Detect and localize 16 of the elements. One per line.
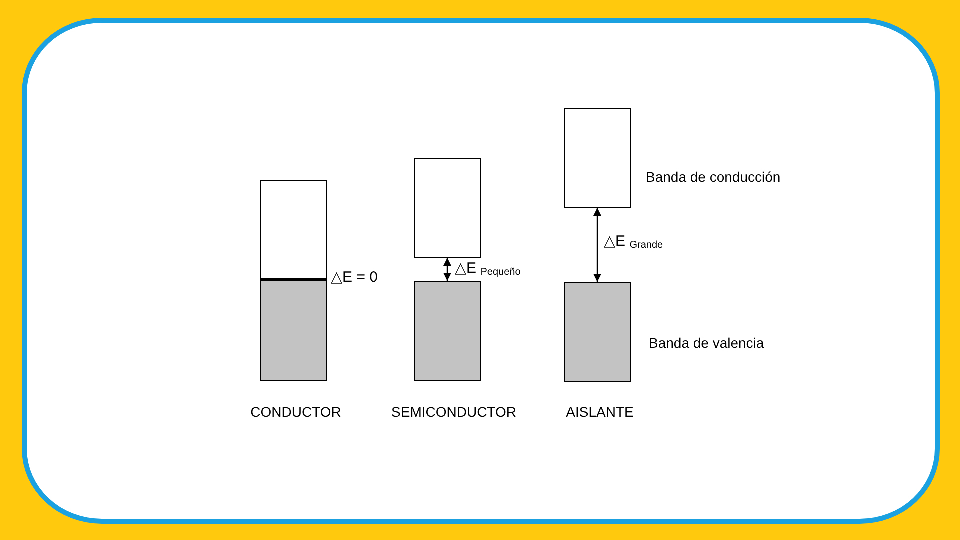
valence-band-box xyxy=(260,280,327,381)
conduction-band-box xyxy=(260,180,327,280)
band-label: Banda de conducción xyxy=(646,169,781,186)
material-label: AISLANTE xyxy=(566,404,634,421)
conduction-band-box xyxy=(414,158,481,258)
edge-label: △E $_{Grande}$ xyxy=(604,233,664,252)
energy-gap-label: △E = 0 xyxy=(331,269,378,286)
material-label: SEMICONDUCTOR xyxy=(392,404,516,421)
material-label: CONDUCTOR xyxy=(250,404,342,421)
valence-band-box xyxy=(414,281,481,381)
conduction-band-box xyxy=(564,108,631,208)
valence-band-box xyxy=(564,282,631,382)
double-arrow xyxy=(444,258,452,281)
edge-label: △E $_{Pequeño}$ xyxy=(455,260,521,279)
band-label: Banda de valencia xyxy=(649,335,764,352)
double-arrow xyxy=(594,208,602,282)
